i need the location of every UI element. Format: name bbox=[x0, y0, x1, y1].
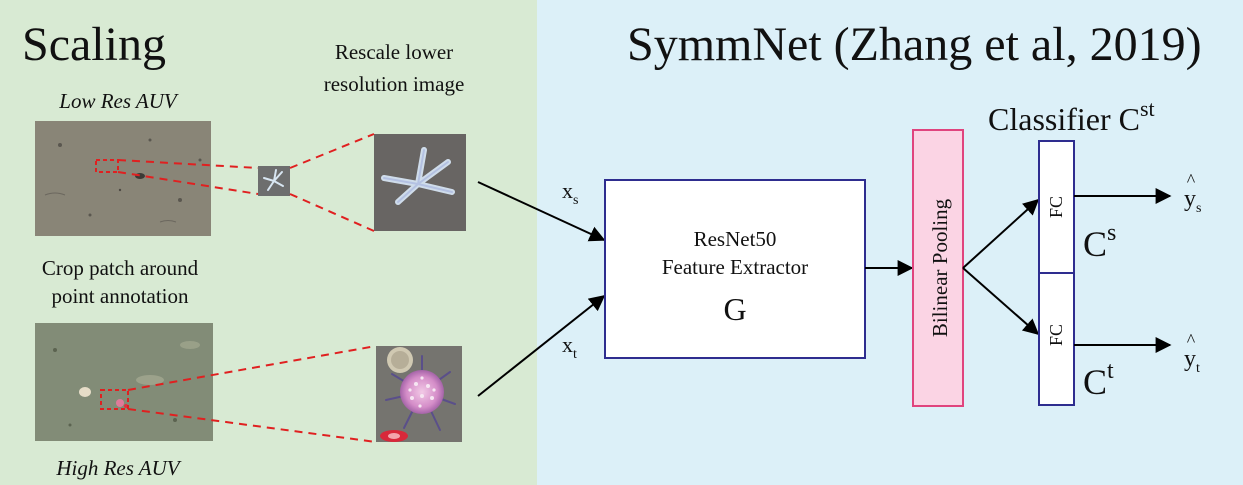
crop-caption-line2: point annotation bbox=[51, 284, 189, 308]
cropped-urchin-patch bbox=[376, 346, 462, 442]
high-res-auv-label: High Res AUV bbox=[55, 456, 181, 480]
high-res-auv-image bbox=[35, 323, 213, 441]
target-output-label: yt bbox=[1184, 346, 1200, 376]
feature-extractor-line2: Feature Extractor bbox=[662, 255, 808, 279]
source-head-name: Cs bbox=[1083, 220, 1116, 264]
low-res-auv-label: Low Res AUV bbox=[58, 89, 179, 113]
high-res-crop-marker bbox=[100, 389, 129, 410]
target-fc-label: FC bbox=[1046, 324, 1066, 346]
scaling-title: Scaling bbox=[22, 18, 166, 71]
classifier-label: Classifier Cst bbox=[988, 96, 1155, 137]
target-head-name: Ct bbox=[1083, 358, 1114, 402]
feature-extractor-box bbox=[604, 179, 866, 359]
target-output-hat: ^ bbox=[1187, 330, 1196, 350]
target-input-arrow bbox=[477, 295, 606, 397]
source-input-label: xs bbox=[562, 178, 578, 208]
low-res-crop-marker bbox=[95, 159, 119, 173]
feature-extractor-symbol: G bbox=[723, 291, 746, 327]
pooling-to-target-head-arrow bbox=[962, 267, 1040, 336]
rescale-caption-line2: resolution image bbox=[324, 72, 465, 96]
source-input-arrow bbox=[477, 181, 606, 242]
bilinear-pooling-box bbox=[912, 129, 964, 407]
rescale-caption-line1: Rescale lower bbox=[335, 40, 453, 64]
rescaled-starfish-patch bbox=[374, 134, 466, 231]
target-input-label: xt bbox=[562, 332, 577, 362]
source-output-hat: ^ bbox=[1187, 170, 1196, 190]
symmnet-title: SymmNet (Zhang et al, 2019) bbox=[627, 18, 1202, 71]
source-output-label: ys bbox=[1184, 186, 1201, 216]
source-fc-label: FC bbox=[1046, 196, 1066, 218]
target-fc-box bbox=[1038, 272, 1075, 406]
feature-extractor-line1: ResNet50 bbox=[694, 227, 777, 251]
low-res-auv-image bbox=[35, 121, 211, 236]
bilinear-pooling-label: Bilinear Pooling bbox=[928, 198, 952, 337]
small-starfish-patch bbox=[258, 166, 290, 196]
crop-caption-line1: Crop patch around bbox=[42, 256, 199, 280]
pooling-to-source-head-arrow bbox=[962, 198, 1040, 269]
low-res-zoom-lines bbox=[117, 133, 375, 232]
